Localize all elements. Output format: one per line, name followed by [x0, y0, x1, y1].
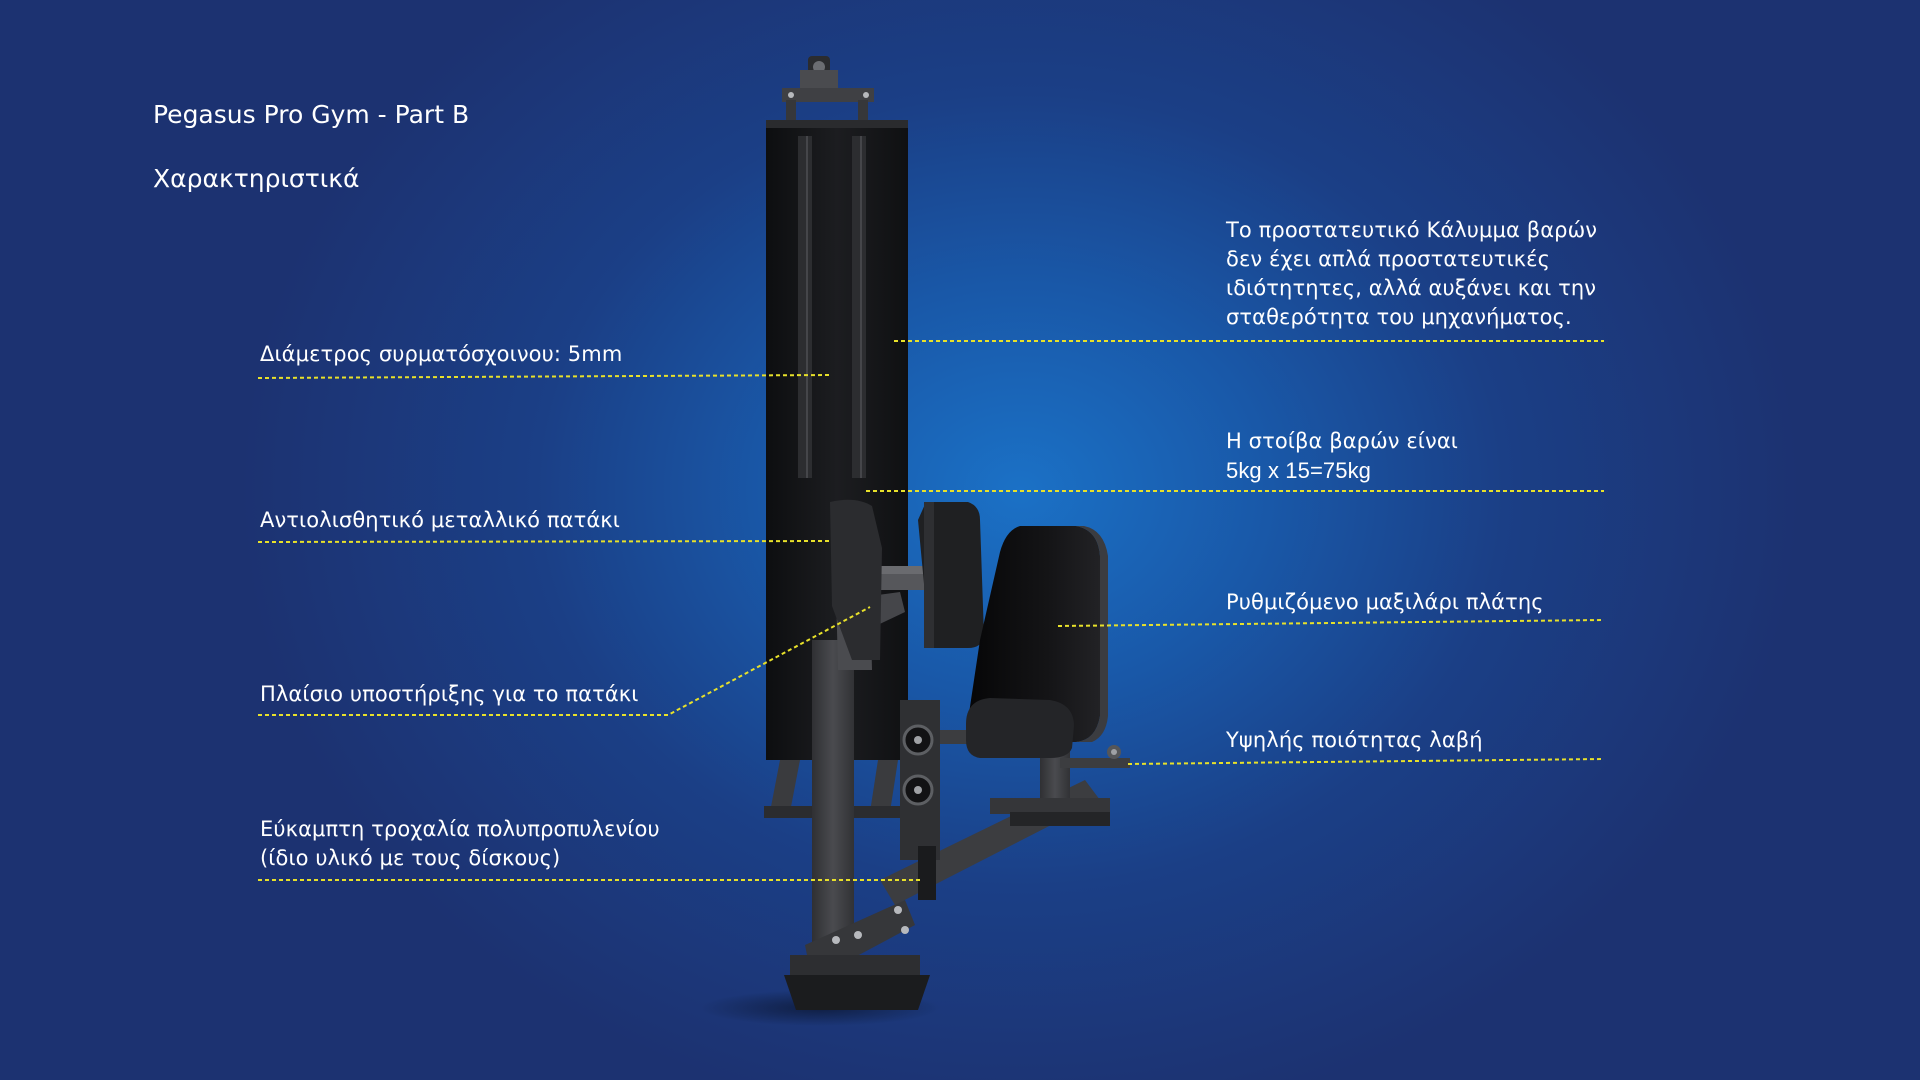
- foot-plates: [830, 499, 984, 660]
- callout-weight-cover-line2: δεν έχει απλά προστατευτικές: [1226, 247, 1551, 271]
- callout-cable-diameter: Διάμετρος συρματόσχοινου: 5mm: [260, 342, 623, 366]
- leader-handle: [1127, 758, 1605, 765]
- callout-weight-stack-line1: Η στοίβα βαρών είναι: [1226, 429, 1458, 453]
- main-frame: [784, 640, 1130, 1010]
- callout-weight-cover-line4: σταθερότητα του μηχανήματος.: [1226, 305, 1572, 329]
- back-pad: [968, 526, 1108, 742]
- rear-base-foot: [764, 760, 904, 818]
- callout-weight-cover: Το προστατευτικό Κάλυμμα βαρών δεν έχει …: [1226, 216, 1597, 332]
- leader-adjustable-backpad: [1057, 619, 1605, 627]
- page-subtitle: Χαρακτηριστικά: [153, 164, 360, 193]
- callout-weight-stack: Η στοίβα βαρών είναι 5kg x 15=75kg: [1226, 427, 1458, 485]
- callout-anti-slip-footplate: Αντιολισθητικό μεταλλικό πατάκι: [260, 508, 620, 532]
- leader-anti-slip-footplate: [257, 540, 833, 543]
- callout-weight-stack-line2: 5kg x 15=75kg: [1226, 458, 1372, 483]
- callout-footplate-frame: Πλαίσιο υποστήριξης για το πατάκι: [260, 682, 639, 706]
- top-pulley-assembly: [782, 56, 874, 122]
- leader-footplate-frame: [258, 606, 871, 716]
- callout-weight-cover-line1: Το προστατευτικό Κάλυμμα βαρών: [1226, 218, 1598, 242]
- pulley-mechanism: [900, 700, 940, 934]
- callout-weight-cover-line3: ιδιότητητες, αλλά αυξάνει και την: [1226, 276, 1597, 300]
- leader-lines: [257, 340, 1605, 881]
- callout-adjustable-backpad: Ρυθμιζόμενο μαξιλάρι πλάτης: [1226, 590, 1544, 614]
- seat-pad: [966, 698, 1074, 758]
- callout-flexible-pulley-line2: (ίδιο υλικό με τους δίσκους): [260, 846, 561, 870]
- callout-flexible-pulley: Εύκαμπτη τροχαλία πολυπροπυλενίου (ίδιο …: [260, 815, 660, 873]
- callout-flexible-pulley-line1: Εύκαμπτη τροχαλία πολυπροπυλενίου: [260, 817, 660, 841]
- callout-handle: Υψηλής ποιότητας λαβή: [1226, 728, 1483, 752]
- leader-cable-diameter: [257, 374, 833, 379]
- page-title: Pegasus Pro Gym - Part B: [153, 100, 470, 129]
